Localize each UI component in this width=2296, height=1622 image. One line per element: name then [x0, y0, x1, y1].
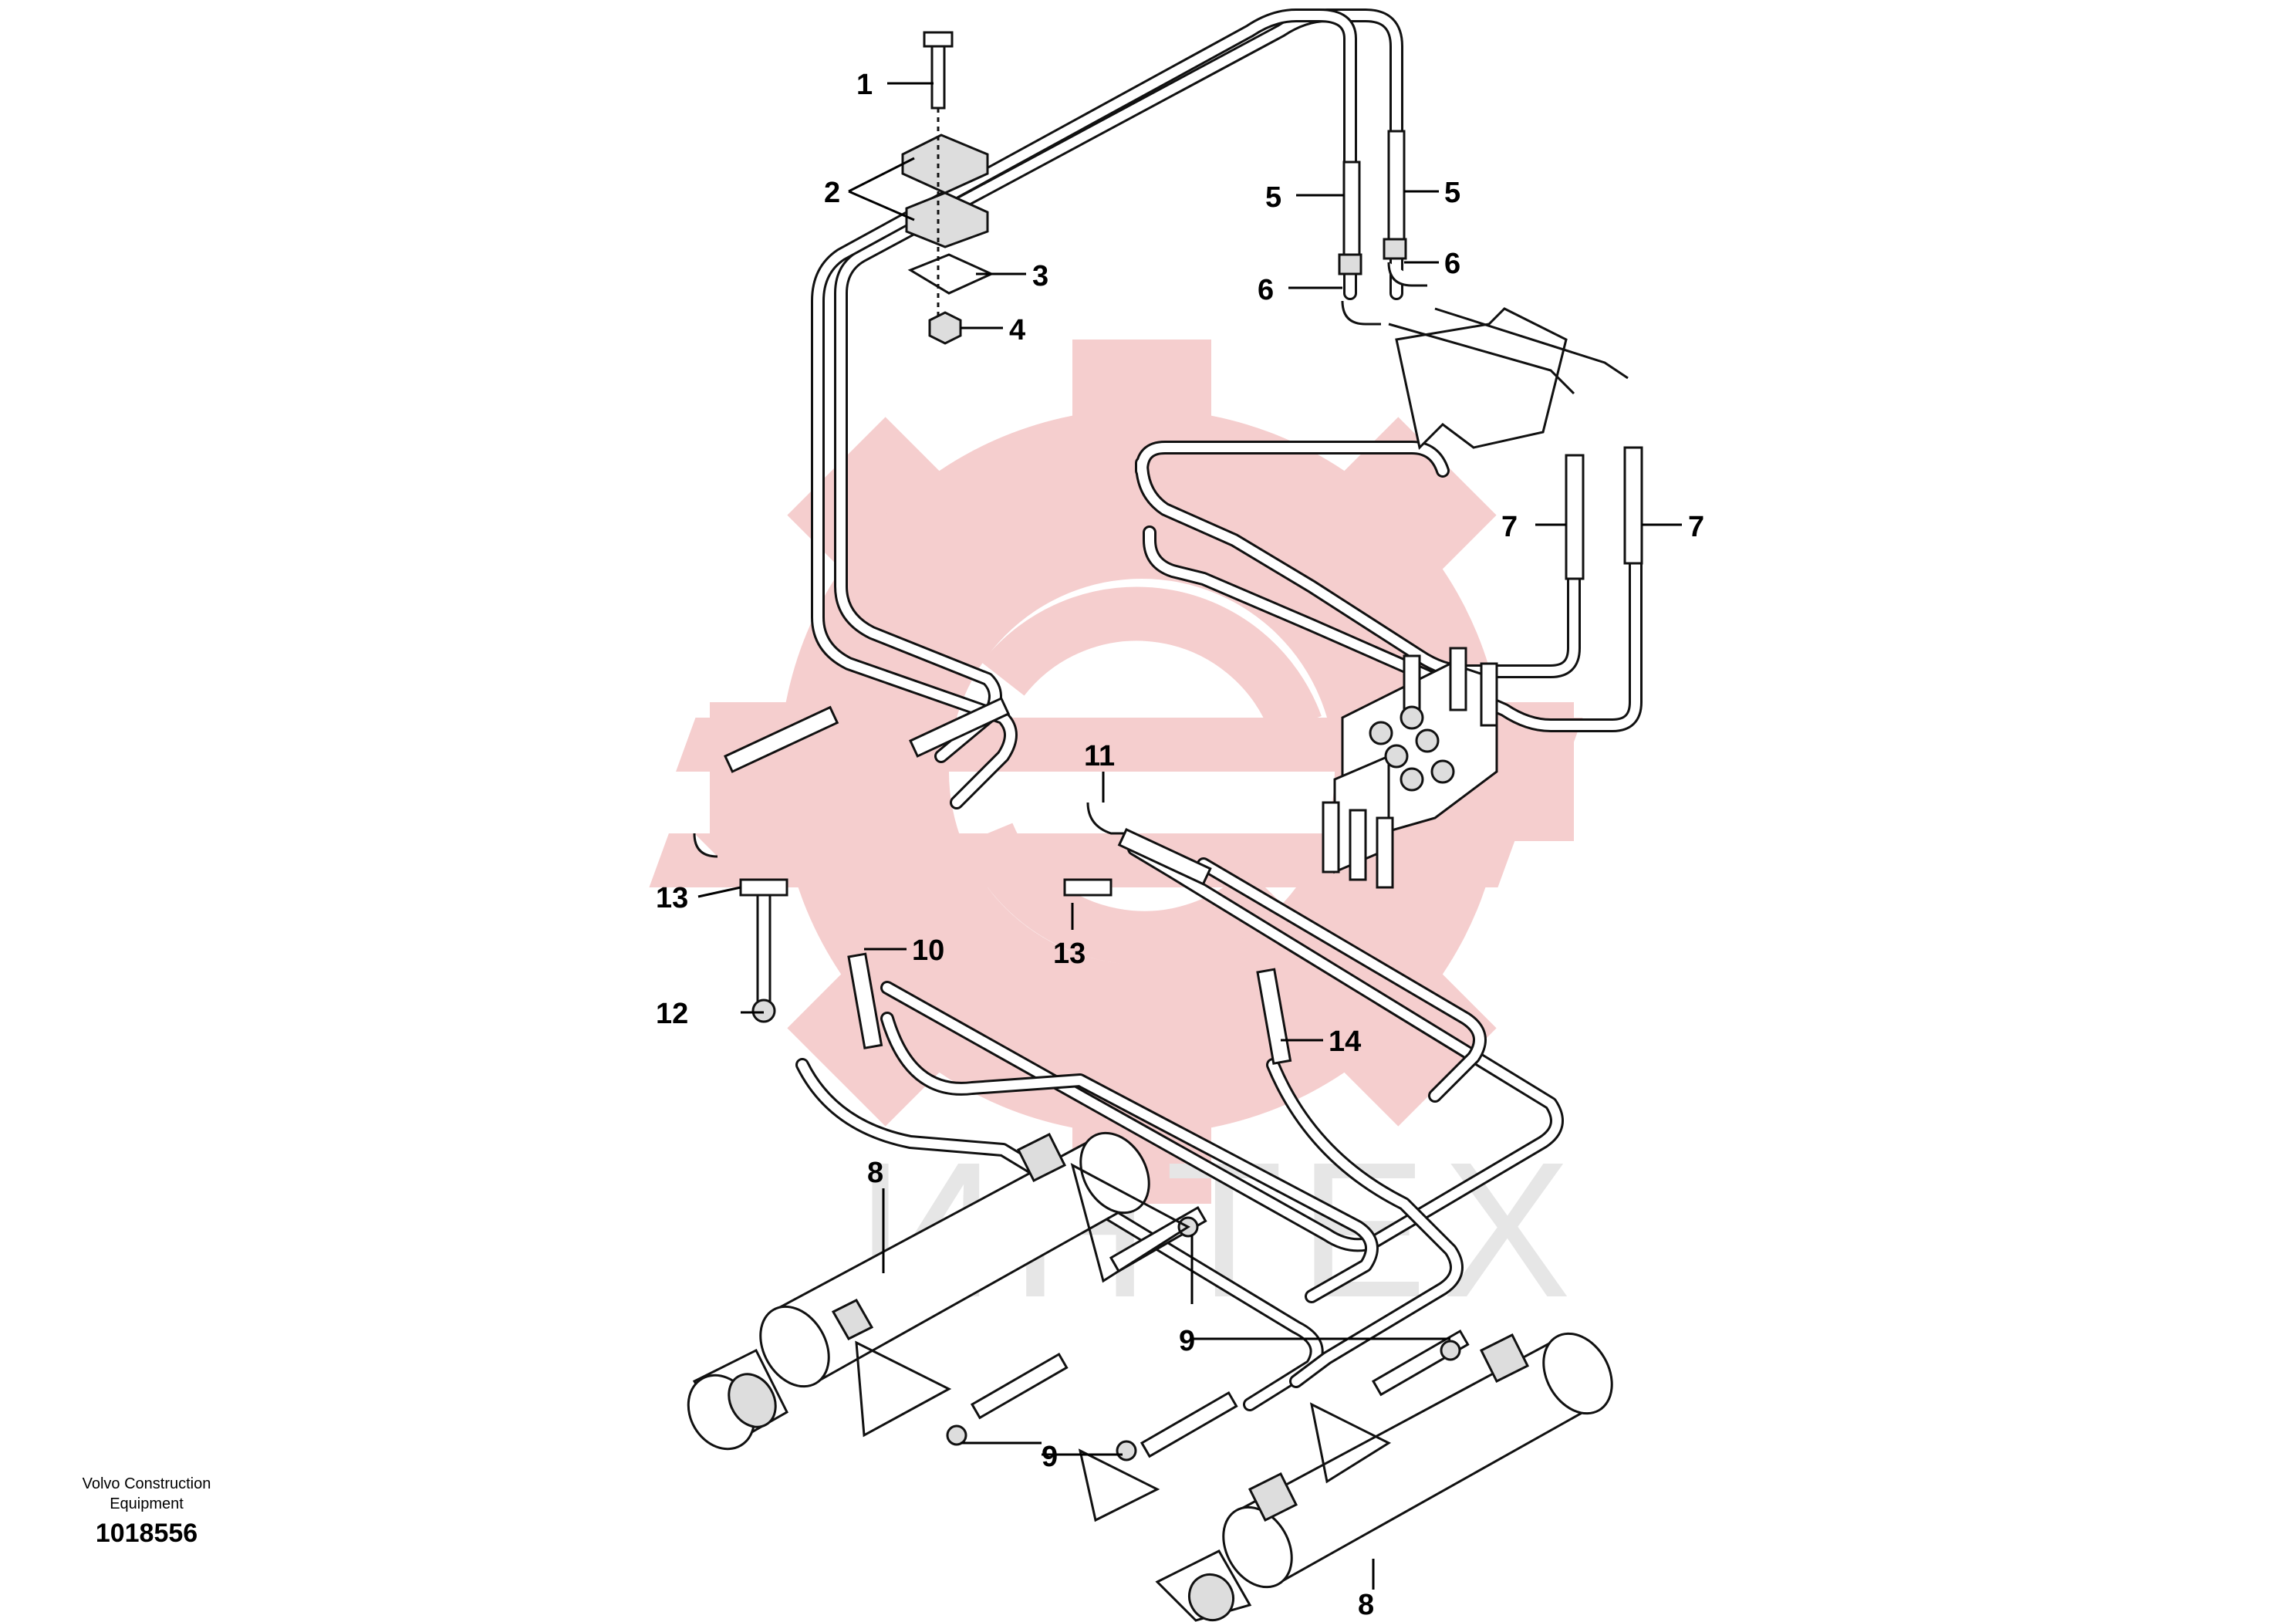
hose-end-7b-icon: [1623, 446, 1643, 565]
bolt-icon: [930, 45, 946, 110]
callout-14: 14: [1329, 1026, 1361, 1058]
callout-6b: 6: [1444, 248, 1460, 280]
nut-icon: [928, 311, 962, 345]
callout-1: 1: [856, 69, 873, 101]
elbow-6b-icon: [1387, 262, 1427, 287]
callout-13a: 13: [656, 882, 688, 914]
brand-line-2: Equipment: [110, 1495, 184, 1512]
drawing-number: 1018556: [95, 1519, 198, 1548]
hose-end-10-icon: [847, 952, 883, 1049]
elbow-left-icon: [693, 833, 718, 858]
callout-10: 10: [912, 934, 944, 967]
brand-line-1: Volvo Construction: [82, 1475, 211, 1492]
hose-lines: [795, 8, 1643, 1411]
callout-7a: 7: [1501, 511, 1518, 543]
top-fittings: [1338, 130, 1643, 580]
hose-end-7a-icon: [1565, 454, 1585, 580]
clamp-upper-icon: [901, 133, 989, 194]
hose-end-5b-icon: [1387, 130, 1406, 241]
clamp-lower-icon: [905, 191, 989, 248]
callout-5b: 5: [1444, 177, 1460, 209]
cylinder-left: [687, 1131, 1150, 1451]
bolt-head-icon: [923, 31, 954, 48]
tee-13a-icon: [739, 878, 788, 897]
callout-13b: 13: [1053, 938, 1086, 970]
control-valve: [1322, 647, 1498, 889]
callout-7b: 7: [1688, 511, 1704, 543]
fitting-12-icon: [751, 999, 776, 1023]
hose-end-5a-icon: [1342, 161, 1361, 264]
fitting-6b-icon: [1383, 238, 1407, 260]
callout-5a: 5: [1265, 181, 1281, 214]
callout-9a: 9: [1179, 1325, 1195, 1357]
callout-6a: 6: [1258, 274, 1274, 306]
cylinder-fittings: [855, 1163, 1470, 1522]
leader-lines: [697, 82, 1682, 1590]
tee-13b-icon: [1063, 878, 1113, 897]
callout-8b: 8: [1358, 1589, 1374, 1621]
callout-11: 11: [1084, 740, 1115, 772]
callout-8a: 8: [867, 1157, 883, 1189]
callout-4: 4: [1009, 314, 1025, 346]
middle-fittings: [693, 697, 1292, 1065]
callout-9b: 9: [1042, 1441, 1058, 1473]
clamp-assembly: [901, 31, 994, 345]
bracket-icon: [1395, 307, 1568, 451]
fitting-6a-icon: [1338, 253, 1362, 275]
cylinder-right: [1155, 1332, 1613, 1622]
callout-2: 2: [824, 177, 840, 209]
elbow-11-icon: [1086, 802, 1126, 835]
callout-3: 3: [1032, 260, 1048, 292]
elbow-6a-icon: [1341, 300, 1381, 326]
callouts: 1 2 3 4 5 5 6 6 7 7 8 8 9 9 10 11 12 13 …: [656, 69, 1704, 1621]
callout-12: 12: [656, 998, 688, 1030]
